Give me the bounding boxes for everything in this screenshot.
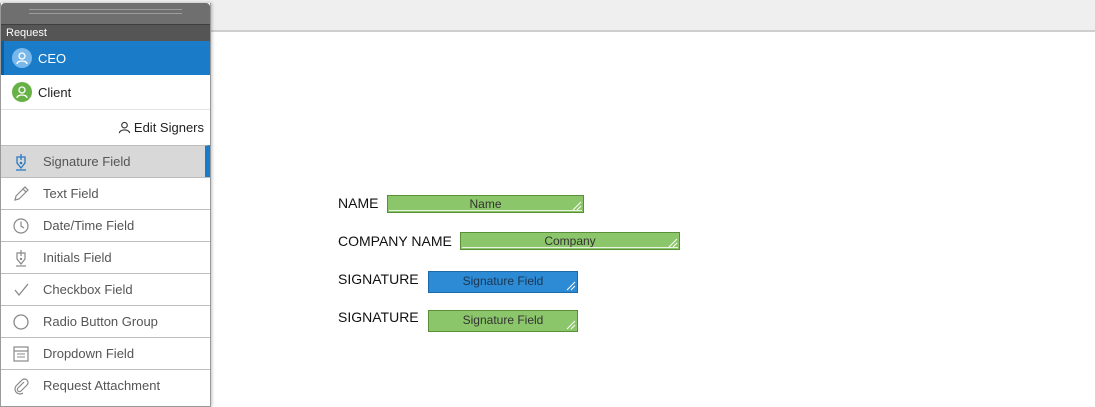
tool-label: Request Attachment (43, 378, 161, 393)
tool-label: Signature Field (43, 154, 131, 169)
tool-request-attachment[interactable]: Request Attachment (1, 369, 210, 401)
clock-icon (12, 217, 30, 235)
signer-name: CEO (38, 50, 67, 66)
pen-nib-icon (12, 153, 30, 171)
field-label: NAME (338, 195, 379, 211)
edit-signers-button[interactable]: Edit Signers (1, 109, 210, 145)
tool-label: Radio Button Group (43, 314, 158, 329)
signer-name: Client (38, 84, 72, 100)
company-field[interactable]: Company (460, 232, 680, 250)
radio-circle-icon (12, 313, 30, 331)
field-text: Name (469, 197, 502, 211)
resize-handle-icon[interactable] (566, 281, 576, 291)
tool-radio-button-group[interactable]: Radio Button Group (1, 305, 210, 337)
tool-label: Checkbox Field (43, 282, 133, 297)
tool-initials-field[interactable]: Initials Field (1, 241, 210, 273)
user-avatar-icon (12, 48, 32, 68)
field-label: SIGNATURE (338, 309, 419, 325)
checkmark-icon (12, 281, 30, 299)
field-text: Company (544, 234, 596, 248)
document-canvas[interactable] (211, 34, 1095, 407)
resize-handle-icon[interactable] (566, 320, 576, 330)
field-label: SIGNATURE (338, 271, 419, 287)
tool-text-field[interactable]: Text Field (1, 177, 210, 209)
field-underline (462, 247, 678, 248)
grip-lines (29, 9, 182, 14)
resize-handle-icon[interactable] (668, 238, 678, 248)
person-icon (118, 121, 131, 134)
tool-label: Initials Field (43, 250, 112, 265)
panel-title: Request (1, 24, 210, 41)
tool-dropdown-field[interactable]: Dropdown Field (1, 337, 210, 369)
signer-item-client[interactable]: Client (1, 75, 210, 109)
field-tools-panel: Request CEO Client Edit Signers Signatur… (0, 3, 211, 407)
signer-item-ceo[interactable]: CEO (1, 41, 210, 75)
tool-label: Text Field (43, 186, 99, 201)
signature-field-client[interactable]: Signature Field (428, 310, 578, 332)
tool-label: Date/Time Field (43, 218, 135, 233)
tool-checkbox-field[interactable]: Checkbox Field (1, 273, 210, 305)
paperclip-icon (12, 377, 30, 395)
resize-handle-icon[interactable] (572, 201, 582, 211)
field-text: Signature Field (462, 274, 544, 288)
field-text: Signature Field (462, 313, 544, 327)
panel-drag-handle[interactable] (1, 3, 210, 24)
dropdown-list-icon (12, 345, 30, 363)
tool-signature-field[interactable]: Signature Field (1, 145, 210, 177)
tool-label: Dropdown Field (43, 346, 135, 361)
pencil-icon (12, 185, 30, 203)
field-underline (389, 210, 582, 211)
field-label: COMPANY NAME (338, 233, 452, 249)
tool-date-time-field[interactable]: Date/Time Field (1, 209, 210, 241)
signature-field-ceo[interactable]: Signature Field (428, 271, 578, 293)
name-field[interactable]: Name (387, 195, 584, 213)
pen-nib-icon (12, 249, 30, 267)
edit-signers-label: Edit Signers (133, 120, 204, 135)
user-avatar-icon (12, 82, 32, 102)
